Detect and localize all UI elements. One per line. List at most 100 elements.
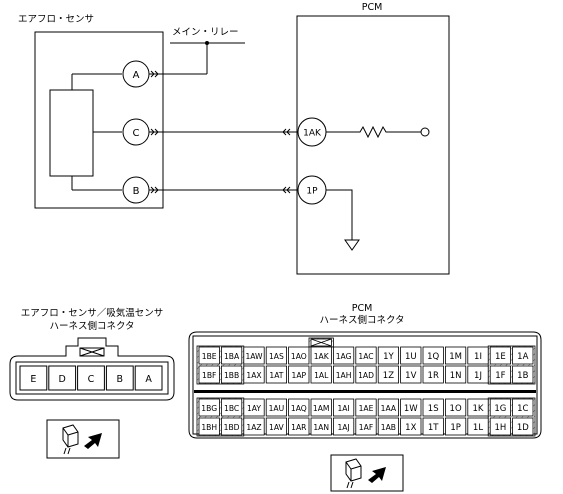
svg-text:1AO: 1AO bbox=[291, 352, 307, 361]
pcm-connector-cell: 1AY bbox=[243, 398, 265, 417]
pcm-connector-cell: 1BD bbox=[220, 417, 243, 436]
svg-text:1BG: 1BG bbox=[201, 404, 217, 413]
sensor-pin-b: B bbox=[122, 176, 150, 204]
pcm-connector-cell: 1L bbox=[467, 417, 489, 436]
svg-text:1C: 1C bbox=[517, 404, 528, 414]
svg-text:A: A bbox=[145, 374, 152, 385]
sensor-pin-a: A bbox=[122, 60, 150, 88]
svg-text:1N: 1N bbox=[450, 371, 462, 381]
svg-text:1BE: 1BE bbox=[202, 352, 217, 361]
pcm-connector-cell: 1S bbox=[422, 398, 444, 417]
svg-text:1AX: 1AX bbox=[246, 371, 261, 380]
pcm-connector-cell: 1BA bbox=[220, 346, 243, 365]
svg-text:1Y: 1Y bbox=[383, 352, 394, 362]
svg-text:E: E bbox=[30, 374, 36, 385]
svg-text:1H: 1H bbox=[494, 423, 506, 433]
view-direction-icon-right bbox=[330, 454, 404, 492]
pcm-connector-cell: 1AS bbox=[265, 346, 288, 365]
pcm-connector-cell: 1AX bbox=[243, 365, 265, 384]
svg-text:1T: 1T bbox=[428, 423, 439, 433]
left-connector-cell: B bbox=[105, 365, 134, 391]
svg-text:1L: 1L bbox=[473, 423, 483, 433]
pcm-connector-cell: 1AD bbox=[355, 365, 377, 384]
pcm-connector-cell: 1N bbox=[444, 365, 467, 384]
pcm-connector-cell: 1Z bbox=[377, 365, 400, 384]
svg-text:1BC: 1BC bbox=[224, 404, 239, 413]
svg-text:1G: 1G bbox=[494, 404, 506, 414]
svg-text:1AT: 1AT bbox=[269, 371, 283, 380]
svg-text:1F: 1F bbox=[495, 371, 505, 381]
svg-text:1BF: 1BF bbox=[202, 371, 216, 380]
svg-text:1AS: 1AS bbox=[269, 352, 284, 361]
svg-text:1P: 1P bbox=[306, 187, 318, 197]
svg-text:1AD: 1AD bbox=[358, 371, 374, 380]
svg-text:1AB: 1AB bbox=[381, 423, 396, 432]
svg-text:1AP: 1AP bbox=[291, 371, 306, 380]
svg-text:1AR: 1AR bbox=[291, 423, 307, 432]
pcm-connector-cell: 1R bbox=[422, 365, 444, 384]
svg-text:1AH: 1AH bbox=[336, 371, 352, 380]
svg-text:1Q: 1Q bbox=[427, 352, 439, 362]
svg-text:1AI: 1AI bbox=[337, 404, 349, 413]
svg-text:1AE: 1AE bbox=[359, 404, 374, 413]
pcm-connector-cell: 1BF bbox=[198, 365, 220, 384]
svg-text:1S: 1S bbox=[428, 404, 439, 414]
ground-icon bbox=[344, 239, 360, 251]
left-connector-cell: A bbox=[134, 365, 163, 391]
svg-text:1AW: 1AW bbox=[245, 352, 263, 361]
pcm-connector-cell: 1T bbox=[422, 417, 444, 436]
svg-text:1AM: 1AM bbox=[313, 404, 330, 413]
pcm-connector-cell: 1BB bbox=[220, 365, 243, 384]
pcm-connector-cell: 1BC bbox=[220, 398, 243, 417]
afm-sensor-title: エアフロ・センサ bbox=[18, 14, 94, 25]
svg-text:1B: 1B bbox=[517, 371, 528, 381]
pcm-connector-cell: 1W bbox=[400, 398, 422, 417]
svg-text:1I: 1I bbox=[474, 352, 482, 362]
svg-text:1R: 1R bbox=[428, 371, 439, 381]
svg-text:1BD: 1BD bbox=[224, 423, 240, 432]
pcm-connector-cell: 1O bbox=[444, 398, 467, 417]
pcm-connector-title-2: ハーネス側コネクタ bbox=[319, 314, 404, 326]
pcm-connector-cell: 1Y bbox=[377, 346, 400, 365]
pcm-connector-cell: 1U bbox=[400, 346, 422, 365]
svg-text:1AV: 1AV bbox=[269, 423, 285, 432]
svg-text:1AC: 1AC bbox=[358, 352, 373, 361]
pcm-connector-cell: 1AP bbox=[288, 365, 310, 384]
pcm-connector-cell: 1AT bbox=[265, 365, 288, 384]
pcm-connector-cell: 1AN bbox=[310, 417, 332, 436]
view-direction-icon-left bbox=[46, 419, 120, 459]
svg-text:1BH: 1BH bbox=[201, 423, 217, 432]
pcm-connector-cell: 1X bbox=[400, 417, 422, 436]
svg-text:1BB: 1BB bbox=[224, 371, 239, 380]
svg-text:1AJ: 1AJ bbox=[337, 423, 349, 432]
pcm-connector-cell: 1G bbox=[489, 398, 512, 417]
pcm-connector-cell: 1AF bbox=[355, 417, 377, 436]
pcm-connector-cell: 1AU bbox=[265, 398, 288, 417]
resistor-icon bbox=[326, 125, 421, 139]
pcm-connector-cell: 1M bbox=[444, 346, 467, 365]
left-connector-cell: D bbox=[48, 365, 77, 391]
svg-text:1M: 1M bbox=[449, 352, 462, 362]
pcm-connector-cell: 1AZ bbox=[243, 417, 265, 436]
pcm-connector-cell: 1P bbox=[444, 417, 467, 436]
pcm-connector-title-1: PCM bbox=[352, 303, 373, 314]
svg-text:1AU: 1AU bbox=[269, 404, 285, 413]
pcm-connector-cell: 1AV bbox=[265, 417, 288, 436]
svg-text:1W: 1W bbox=[404, 404, 418, 414]
pcm-connector-cell: 1F bbox=[489, 365, 512, 384]
pcm-connector-cell: 1K bbox=[467, 398, 489, 417]
svg-text:1A: 1A bbox=[517, 352, 528, 362]
svg-text:C: C bbox=[88, 374, 95, 385]
pcm-connector-cell: 1AO bbox=[288, 346, 310, 365]
svg-text:1D: 1D bbox=[517, 423, 529, 433]
main-relay-label: メイン・リレー bbox=[172, 27, 239, 38]
pcm-connector-cell: 1AI bbox=[332, 398, 355, 417]
pcm-connector-cell: 1AC bbox=[355, 346, 377, 365]
pcm-connector-cell: 1AB bbox=[377, 417, 400, 436]
pcm-connector-cell: 1AA bbox=[377, 398, 400, 417]
svg-text:1Z: 1Z bbox=[383, 371, 394, 381]
pcm-connector-cell: 1AL bbox=[310, 365, 332, 384]
sensor-pin-c: C bbox=[122, 118, 150, 146]
pcm-connector-cell: 1AE bbox=[355, 398, 377, 417]
